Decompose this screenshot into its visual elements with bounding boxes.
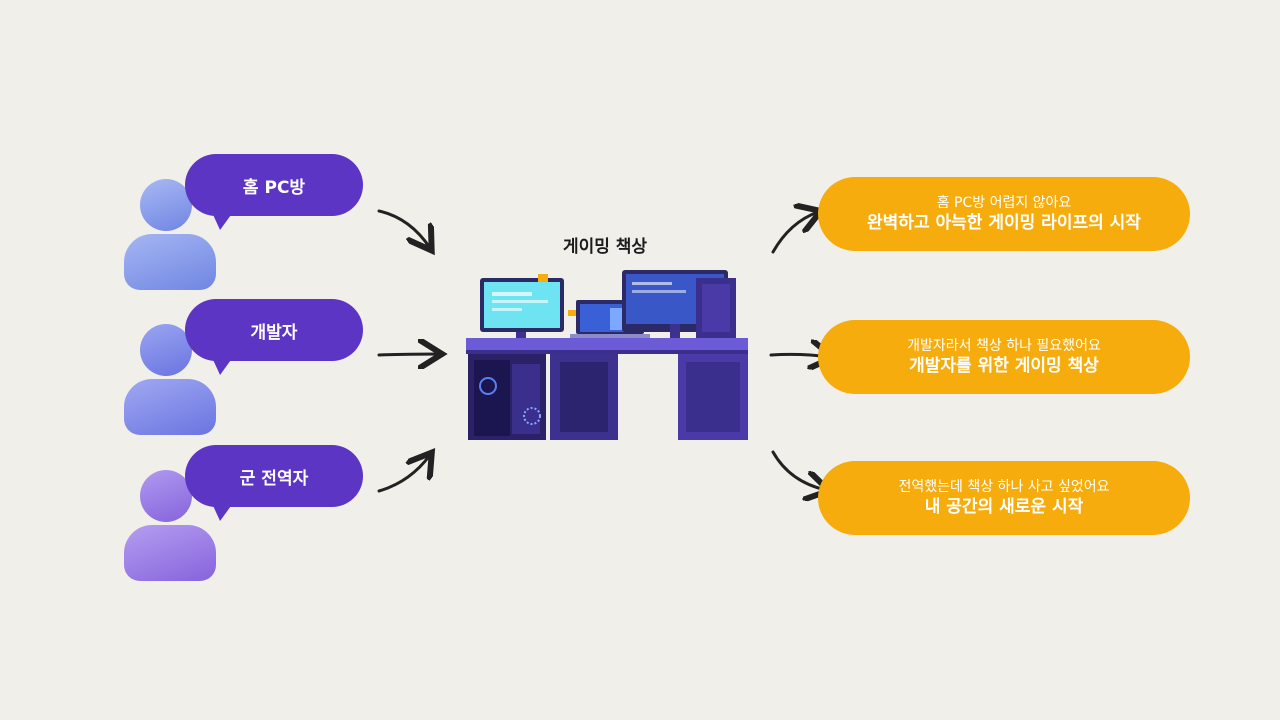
outcome-veteran: 전역했는데 책상 하나 사고 싶었어요 내 공간의 새로운 시작 — [818, 461, 1190, 535]
gaming-desk-illustration — [466, 270, 748, 440]
center-title: 게이밍 책상 — [562, 237, 648, 257]
person-body-icon — [124, 525, 216, 581]
persona-developer: 개발자 — [120, 299, 370, 449]
outcome-main: 개발자를 위한 게이밍 책상 — [909, 356, 1099, 376]
person-head-icon — [140, 470, 192, 522]
arrow-4 — [771, 212, 818, 254]
persona-home-pc: 홈 PC방 — [120, 154, 370, 304]
persona-bubble: 군 전역자 — [185, 445, 363, 507]
arrow-3 — [377, 455, 430, 493]
outcome-developer: 개발자라서 책상 하나 필요했어요 개발자를 위한 게이밍 책상 — [818, 320, 1190, 394]
arrow-2 — [377, 354, 439, 355]
person-body-icon — [124, 234, 216, 290]
persona-bubble: 홈 PC방 — [185, 154, 363, 216]
person-head-icon — [140, 179, 192, 231]
outcome-main: 내 공간의 새로운 시작 — [924, 497, 1084, 517]
outcome-home-pc: 홈 PC방 어렵지 않아요 완벽하고 아늑한 게이밍 라이프의 시작 — [818, 177, 1190, 251]
arrow-1 — [377, 209, 430, 248]
person-body-icon — [124, 379, 216, 435]
person-head-icon — [140, 324, 192, 376]
persona-veteran: 군 전역자 — [120, 445, 370, 595]
outcome-sub: 개발자라서 책상 하나 필요했어요 — [907, 338, 1101, 354]
persona-bubble: 개발자 — [185, 299, 363, 361]
outcome-sub: 전역했는데 책상 하나 사고 싶었어요 — [898, 479, 1110, 495]
outcome-sub: 홈 PC방 어렵지 않아요 — [936, 195, 1072, 211]
outcome-main: 완벽하고 아늑한 게이밍 라이프의 시작 — [867, 213, 1141, 233]
